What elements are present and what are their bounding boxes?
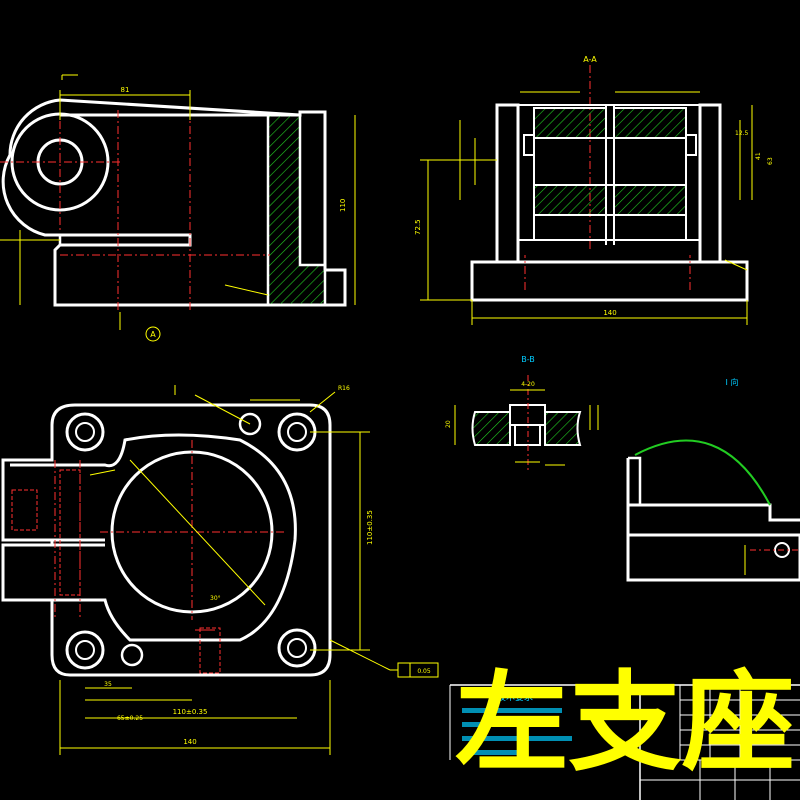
bb-hatch-right — [544, 411, 582, 446]
top-view: 140 110±0.35 65±0.25 35 110±0.35 R16 30°… — [1, 385, 439, 755]
tolerance-value: 0.05 — [417, 668, 431, 675]
hatch-block-right-top — [613, 107, 687, 139]
top-view-outline — [1, 403, 332, 677]
front-ref-a-marker — [145, 326, 161, 342]
top-dim-a: 35 — [104, 681, 112, 688]
hatch-block-left-top — [533, 107, 607, 139]
tolerance-frame — [397, 662, 439, 678]
top-dim-w3: 65±0.25 — [117, 715, 143, 722]
aa-dim-r: 12.5 — [735, 130, 749, 137]
front-dim-width: 81 — [121, 86, 130, 94]
front-hatch — [266, 113, 327, 307]
aa-dim-height: 72.5 — [414, 219, 422, 235]
hatch-block-left-bot — [533, 184, 607, 216]
section-aa-view: A-A 140 72.5 12.5 63 — [414, 55, 774, 325]
bb-dim-w: 4-20 — [521, 381, 535, 388]
hole-br-outer — [277, 628, 317, 668]
section-aa-label: A-A — [583, 55, 597, 64]
hole-tl-outer — [65, 412, 105, 452]
aa-dim-d1: 63 — [767, 157, 774, 165]
top-dim-height: 110±0.35 — [366, 510, 374, 545]
drawing-title: 左支座 — [455, 661, 795, 786]
aa-dim-width: 140 — [603, 309, 616, 317]
section-bb-view: B-B 20 4-20 — [445, 355, 599, 470]
view-c: I 向 — [626, 377, 800, 582]
front-view: 81 110 A — [0, 74, 356, 342]
tech-req-heading: 技术要求 — [497, 691, 533, 703]
top-dim-ang: 30° — [210, 595, 221, 602]
front-view-outline — [1, 98, 347, 307]
top-dim-width: 140 — [183, 738, 196, 746]
front-dim-height: 110 — [339, 199, 347, 212]
hatch-block-right-bot — [613, 184, 687, 216]
bb-dim-d: 20 — [445, 420, 452, 428]
view-c-outline — [626, 458, 800, 582]
front-ref-a: A — [150, 330, 156, 339]
top-dim-r: R16 — [338, 385, 350, 392]
bb-hatch-left — [471, 411, 511, 446]
hole-tr-outer — [277, 412, 317, 452]
top-dim-w2: 110±0.35 — [173, 708, 208, 716]
aa-dim-d2: 41 — [755, 152, 762, 160]
base-plate — [470, 260, 749, 302]
section-bb-label: B-B — [521, 355, 535, 364]
view-c-label: I 向 — [726, 377, 739, 387]
title-block: 技术要求 — [449, 684, 800, 800]
hole-bl-outer — [65, 630, 105, 670]
